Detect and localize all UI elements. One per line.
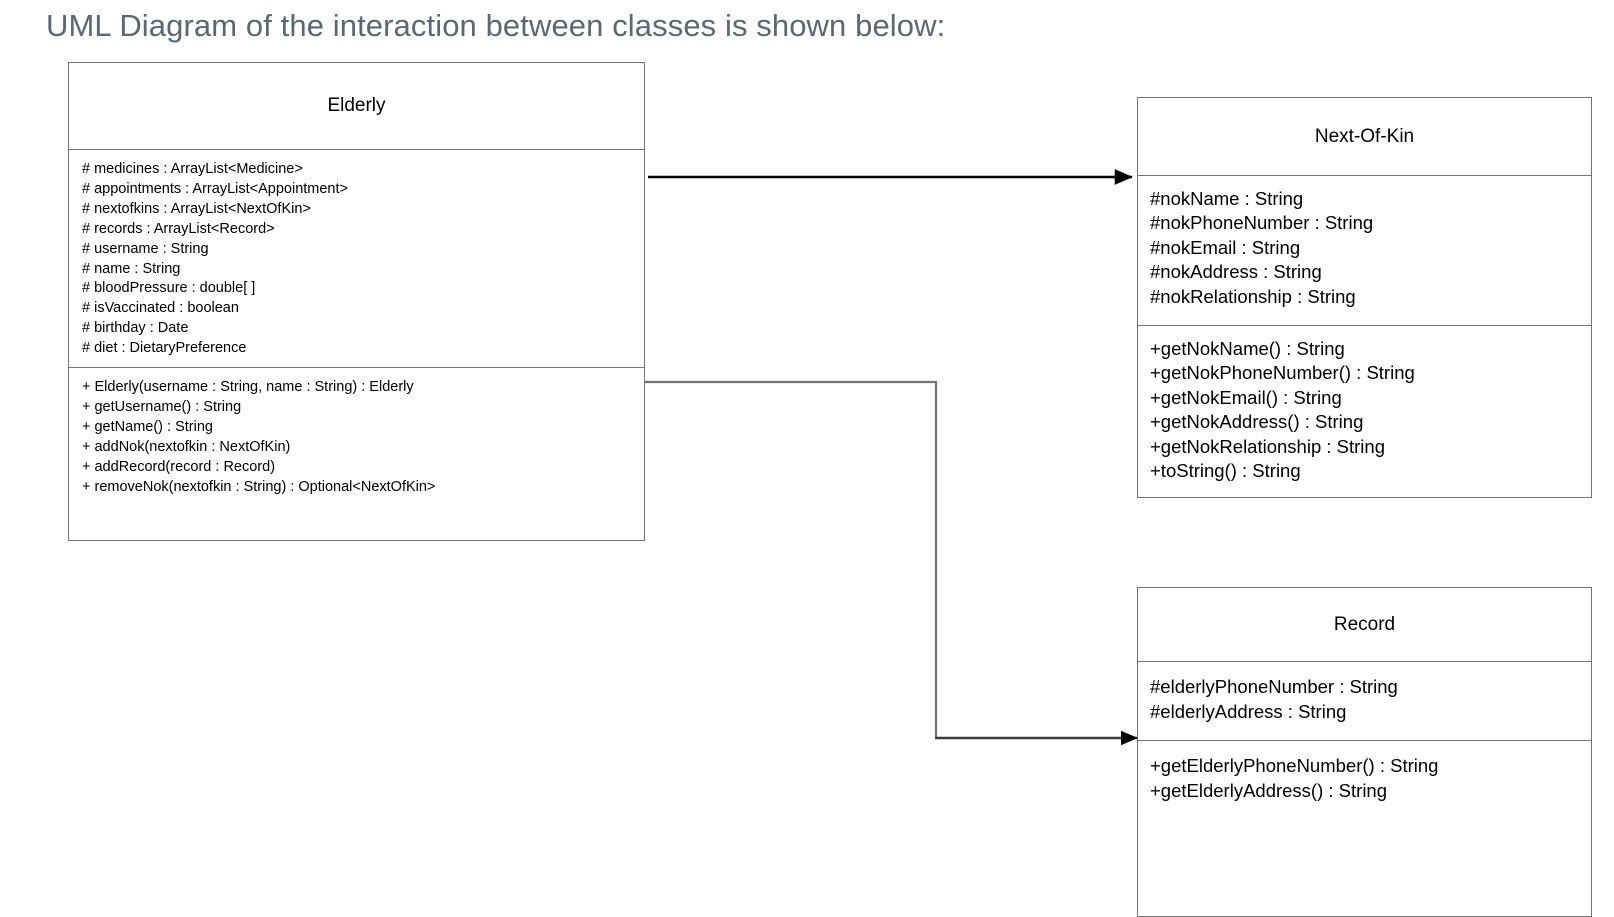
attributes-compartment-record: #elderlyPhoneNumber : String #elderlyAdd… — [1138, 662, 1591, 741]
association-elbow-line — [644, 380, 938, 738]
attribute-item: # records : ArrayList<Record> — [82, 220, 275, 237]
methods-compartment-elderly: + Elderly(username : String, name : Stri… — [69, 368, 644, 497]
attribute-list: #nokName : String #nokPhoneNumber : Stri… — [1150, 187, 1591, 309]
attribute-item: #nokPhoneNumber : String — [1150, 212, 1374, 234]
method-item: + addNok(nextofkin : NextOfKin) — [82, 438, 291, 455]
association-elderly-to-next-of-kin — [648, 169, 1133, 185]
class-header-record: Record — [1138, 588, 1591, 662]
class-header-next-of-kin: Next-Of-Kin — [1138, 98, 1591, 176]
attribute-item: # bloodPressure : double[ ] — [82, 280, 256, 297]
method-item: + Elderly(username : String, name : Stri… — [82, 379, 414, 395]
class-name-label: Record — [1333, 613, 1396, 635]
attribute-item: #elderlyAddress : String — [1150, 701, 1347, 722]
method-item: +getNokRelationship : String — [1150, 435, 1385, 457]
attribute-item: # nextofkins : ArrayList<NextOfKin> — [82, 200, 311, 217]
page-title: UML Diagram of the interaction between c… — [46, 8, 946, 43]
method-list: + Elderly(username : String, name : Stri… — [82, 378, 644, 497]
method-item: +getNokAddress() : String — [1150, 411, 1364, 433]
method-item: +getNokPhoneNumber() : String — [1150, 362, 1415, 384]
methods-compartment-next-of-kin: +getNokName() : String +getNokPhoneNumbe… — [1138, 326, 1591, 483]
attributes-compartment-next-of-kin: #nokName : String #nokPhoneNumber : Stri… — [1138, 176, 1591, 326]
attribute-item: # username : String — [82, 240, 209, 257]
attribute-item: # medicines : ArrayList<Medicine> — [82, 161, 303, 177]
method-item: +getNokEmail() : String — [1150, 386, 1342, 408]
attribute-item: #nokName : String — [1150, 188, 1304, 209]
attribute-list: # medicines : ArrayList<Medicine> # appo… — [82, 160, 644, 359]
method-item: + getName() : String — [82, 418, 213, 435]
method-item: +getNokName() : String — [1150, 338, 1345, 359]
association-elderly-to-record — [644, 380, 1138, 746]
attribute-item: # diet : DietaryPreference — [82, 340, 247, 357]
method-item: + getUsername() : String — [82, 398, 242, 415]
attribute-item: #nokEmail : String — [1150, 236, 1301, 258]
attribute-item: # appointments : ArrayList<Appointment> — [82, 180, 348, 197]
method-item: +toString() : String — [1150, 460, 1301, 482]
method-item: +getElderlyPhoneNumber() : String — [1150, 755, 1439, 776]
attribute-item: #nokAddress : String — [1150, 261, 1322, 283]
attribute-item: # isVaccinated : boolean — [82, 300, 239, 317]
attribute-item: # birthday : Date — [82, 320, 189, 337]
attributes-compartment-elderly: # medicines : ArrayList<Medicine> # appo… — [69, 150, 644, 368]
attribute-item: #nokRelationship : String — [1150, 285, 1356, 307]
method-item: +getElderlyAddress() : String — [1150, 780, 1388, 801]
method-item: + addRecord(record : Record) — [82, 458, 276, 475]
class-name-label: Next-Of-Kin — [1314, 125, 1415, 147]
attribute-list: #elderlyPhoneNumber : String #elderlyAdd… — [1150, 674, 1591, 724]
class-name-label: Elderly — [327, 95, 386, 116]
attribute-item: # name : String — [82, 260, 181, 277]
method-list: +getElderlyPhoneNumber() : String +getEl… — [1150, 753, 1591, 803]
methods-compartment-record: +getElderlyPhoneNumber() : String +getEl… — [1138, 741, 1591, 803]
method-item: + removeNok(nextofkin : String) : Option… — [82, 478, 436, 495]
uml-class-elderly[interactable]: Elderly # medicines : ArrayList<Medicine… — [68, 62, 645, 541]
method-list: +getNokName() : String +getNokPhoneNumbe… — [1150, 337, 1591, 483]
uml-class-next-of-kin[interactable]: Next-Of-Kin #nokName : String #nokPhoneN… — [1137, 97, 1592, 498]
class-header-elderly: Elderly — [69, 63, 644, 150]
attribute-item: #elderlyPhoneNumber : String — [1150, 676, 1398, 697]
uml-class-record[interactable]: Record #elderlyPhoneNumber : String #eld… — [1137, 587, 1592, 917]
